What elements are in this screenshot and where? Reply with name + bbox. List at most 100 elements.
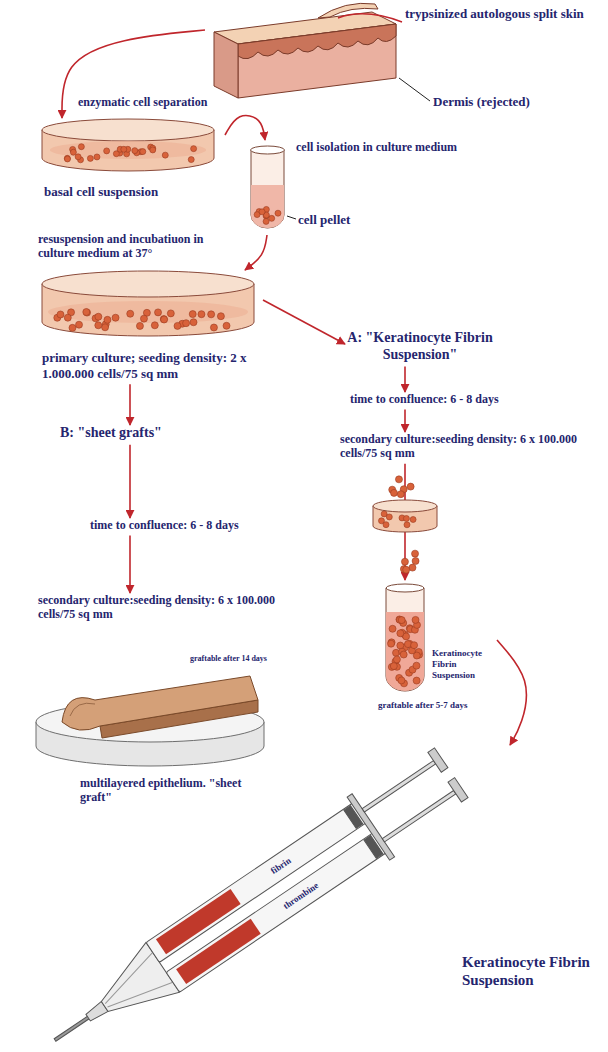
heading-text: A: "Keratinocyte Fibrin Suspension" [345,330,495,364]
cell-dot [398,677,405,684]
cell-dot [391,489,398,496]
sheet-graft-illustration: graftable after 14 days multilayered epit… [30,652,270,817]
test-tube [386,584,424,691]
cell-dot [151,322,158,329]
cell-dot [64,155,70,161]
flow-arrow [245,235,267,270]
cell-dot [69,324,76,331]
cell-dot [162,152,168,158]
cell-dot [400,651,407,658]
cell-dot [83,309,90,316]
cell-dot [161,316,168,323]
cell-dot [259,209,265,215]
cell-dot [64,156,70,162]
cell-dot [190,319,197,326]
heading-text: B: "sheet grafts" [60,425,162,442]
cell-dot [95,322,102,329]
branch-heading: B: "sheet grafts" [60,425,210,445]
cell-dot [393,656,400,663]
cell-dot [403,515,409,521]
tube-illustration: Keratinocyte Fibrin Suspension [375,580,497,695]
cell-dot [269,215,275,221]
cell-dot [167,310,174,317]
cell-dot [409,564,416,571]
petri-dish [42,119,214,171]
cell-dot [94,154,100,160]
cell-dot [174,322,181,329]
cell-dot [78,144,84,150]
cell-dot [404,522,410,528]
cell-dot [412,616,419,623]
flow-arrow [497,640,526,745]
step-label: time to confluence: 6 - 8 days [350,392,565,406]
cell-dot [76,321,83,328]
cell-dot [104,316,111,323]
step-box: secondary culture:seeding density: 6 x 1… [38,593,279,625]
cell-dot [132,148,138,154]
cell-dot [390,663,397,670]
leader-line [287,216,296,219]
cell-dot [383,522,389,528]
double-syringe [34,741,473,1052]
part-label: thrombine [281,880,320,912]
cell-dot [210,324,217,331]
cell-dot [411,642,418,649]
note-label: graftable after 14 days [190,654,267,664]
petri-dish [42,271,254,336]
cell-dot [57,311,64,318]
cell-dot [136,322,143,329]
cell-dot [386,514,392,520]
step-label: time to confluence: 6 - 8 days [90,518,305,532]
cell-dot [395,476,402,483]
part-label: basal cell suspension [44,184,222,200]
cell-dot [401,558,408,565]
part-label: fibrin [269,855,293,876]
part-label: multilayered epithelium. "sheet graft" [80,776,250,805]
cell-dot [263,218,269,224]
cell-dot [84,309,91,316]
cell-dot [112,314,119,321]
cell-dot [183,320,190,327]
part-label: cell pellet [298,212,350,228]
cell-dot [189,311,196,318]
cell-dot [87,155,93,161]
cell-dot [397,630,404,637]
cell-dot [188,157,194,163]
part-label: Keratinocyte Fibrin Suspension [432,648,494,680]
cell-dot [140,149,146,155]
step-box: secondary culture:seeding density: 6 x 1… [340,432,581,464]
cell-dot [121,146,127,152]
cell-dot [150,147,156,153]
cell-dot [413,662,420,669]
cell-dot [403,566,410,573]
tube-illustration: cell pellet [243,140,353,235]
part-label: Dermis (rejected) [433,94,530,110]
cell-dot [223,322,230,329]
step-label: secondary culture:seeding density: 6 x 1… [340,432,578,461]
cell-dot [70,149,76,155]
flow-arrow [225,116,265,140]
cell-dot [104,148,110,154]
cell-dot [95,313,102,320]
cell-dot [140,315,147,322]
step-box: time to confluence: 6 - 8 days [350,392,568,409]
leader-line [338,14,402,22]
cell-dot [407,483,414,490]
flow-arrow [404,367,406,392]
skin-illustration: trypsinized autologous split skinDermis … [205,4,600,114]
cell-dot [127,310,134,317]
part-label: trypsinized autologous split skin [405,6,595,22]
petri-dish [373,500,437,532]
cell-dot [217,313,224,320]
cell-dot [64,314,71,321]
step-label: cell isolation in culture medium [296,140,457,154]
cell-dot [404,641,411,648]
dish-illustration: primary culture; seeding density: 2 x 1.… [38,270,263,384]
flow-arrow [404,409,406,432]
cell-dot [388,640,395,647]
flow-arrow [263,300,345,344]
leader-line [399,78,430,101]
step-label: secondary culture:seeding density: 6 x 1… [38,593,276,622]
step-label: enzymatic cell separation [78,95,207,109]
step-label: resuspension and incubatiuon in culture … [38,232,236,261]
